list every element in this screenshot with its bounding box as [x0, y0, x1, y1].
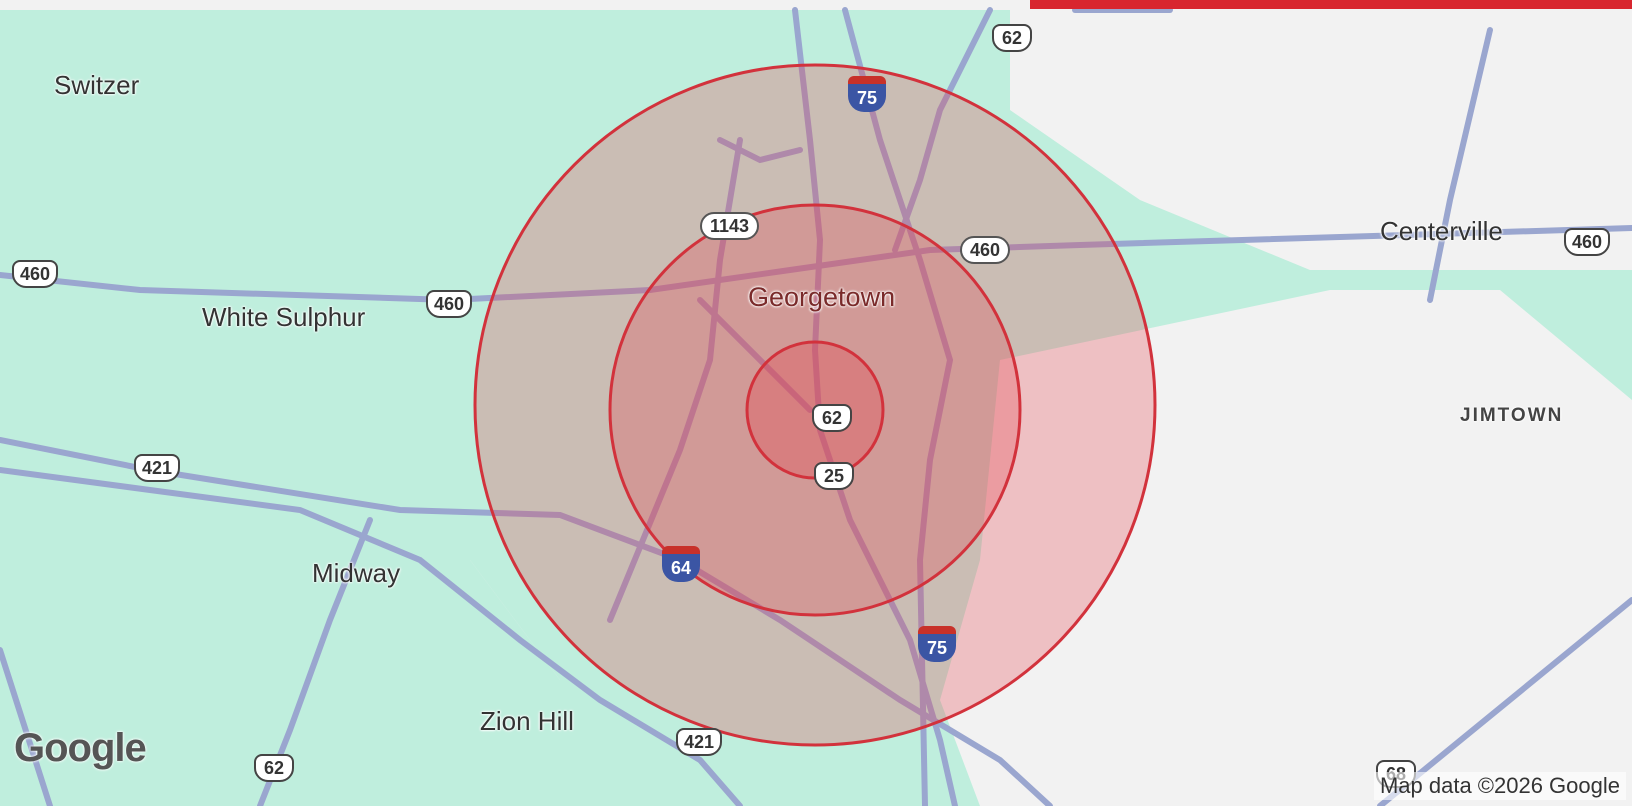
us-route-421-shield: 421	[676, 728, 723, 756]
road-network	[0, 7, 1632, 806]
us-route-460-shield: 460	[12, 260, 59, 288]
interstate-shield-top	[848, 76, 886, 84]
interstate-shield-number: 64	[662, 554, 700, 582]
state-route-1143-shield: 1143	[700, 212, 760, 240]
place-label-jimtown: JIMTOWN	[1460, 405, 1564, 426]
map-attribution[interactable]: Map data ©2026 Google	[1373, 772, 1626, 800]
place-label-centerville: Centerville	[1380, 216, 1503, 246]
state-route-460-shield: 460	[960, 236, 1011, 264]
place-label-zion-hill: Zion Hill	[480, 706, 574, 736]
us-route-460-shield: 460	[426, 290, 473, 318]
interstate-64-shield: 64	[662, 546, 700, 582]
interstate-shield-top	[662, 546, 700, 554]
interstate-75-shield: 75	[918, 626, 956, 662]
place-label-georgetown: Georgetown	[748, 282, 896, 312]
google-logo[interactable]: Google	[14, 726, 147, 770]
interstate-75-shield: 75	[848, 76, 886, 112]
interstate-shield-top	[918, 626, 956, 634]
top-accent-bar	[1030, 0, 1632, 9]
us-route-25-shield: 25	[814, 462, 854, 490]
interstate-shield-number: 75	[848, 84, 886, 112]
us-route-62-shield: 62	[812, 404, 852, 432]
us-route-62-shield: 62	[254, 754, 294, 782]
white-land	[940, 290, 1632, 806]
green-land-left	[0, 560, 560, 806]
us-route-460-shield: 460	[1564, 228, 1611, 256]
place-label-switzer: Switzer	[54, 70, 140, 100]
interstate-shield-number: 75	[918, 634, 956, 662]
place-label-white-sulphur: White Sulphur	[202, 302, 366, 332]
us-route-421-shield: 421	[134, 454, 181, 482]
us-route-62-shield: 62	[992, 24, 1032, 52]
place-label-midway: Midway	[312, 558, 401, 588]
